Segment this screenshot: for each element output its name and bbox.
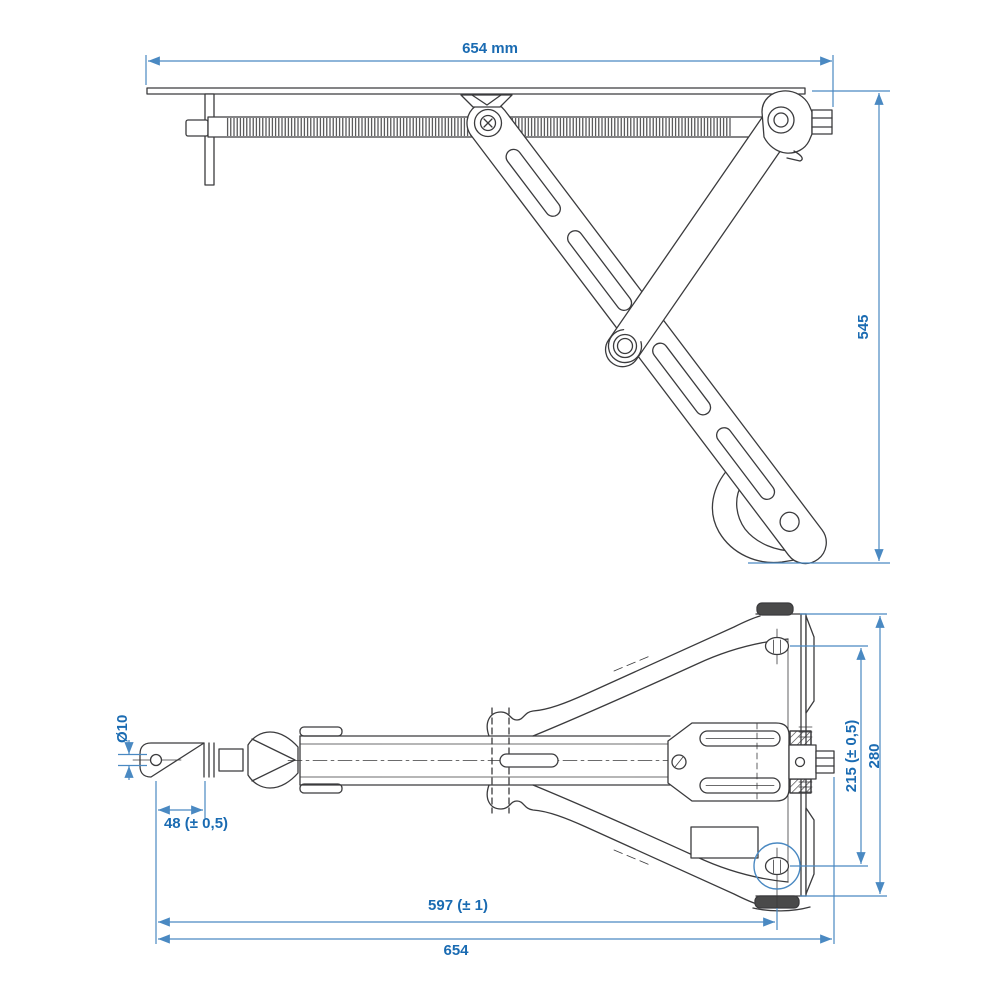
plan-lower-arm-outer [486, 784, 761, 906]
plan-tube-tab-bottom [299, 783, 343, 794]
plan-upper-arm-outer [486, 615, 761, 737]
dim-crank-offset-label: 48 (± 0,5) [164, 815, 228, 832]
plan-plate-flange-bottom [805, 807, 815, 895]
plan-hex-shaft [815, 750, 835, 774]
plan-bearing-top [789, 730, 812, 746]
dim-bracket-depth-label: 280 [866, 743, 883, 768]
plan-tube-tab-top [299, 726, 343, 737]
plan-upper-arm-inner [532, 638, 789, 737]
dim-length-to-foot-label: 597 (± 1) [428, 897, 488, 914]
plan-bolt-hole-bottom [764, 856, 790, 876]
side-elbow-outline [607, 328, 643, 364]
plan-tube-slot [499, 753, 559, 768]
dim-bolt-spacing-label: 215 (± 0,5) [843, 720, 860, 792]
bolt-hole-highlight-circle [753, 842, 801, 890]
plan-foot-edge [752, 906, 811, 912]
plan-bearing-bottom [789, 778, 812, 794]
side-spindle-nut [811, 109, 833, 135]
side-mounting-plate [146, 87, 806, 95]
plan-crank-hole [149, 753, 163, 767]
plan-view [132, 602, 835, 913]
plan-label-plate [690, 826, 759, 859]
plan-top-pivot-pad [756, 602, 794, 616]
side-hanger-bracket [204, 93, 215, 186]
side-spindle-tip [185, 119, 209, 137]
dim-crank-hole-diameter-label: Ø10 [114, 715, 131, 743]
side-view [146, 87, 833, 565]
dim-overall-length-label: 654 [443, 942, 469, 959]
plan-bolt-hole-top [764, 636, 790, 656]
side-foot-hole [779, 511, 800, 532]
dimension-lines [118, 55, 890, 944]
plan-universal-joint [247, 731, 299, 789]
side-housing-hook [786, 150, 803, 162]
dimension-labels: 654 mm 545 Ø10 48 (± 0,5) 215 (± 0,5) 28… [114, 40, 883, 959]
dim-overall-width-label: 654 mm [462, 40, 518, 57]
plan-plate-flange-top [805, 615, 815, 714]
side-pivot-bracket [460, 94, 513, 108]
plan-lower-arm-inner [532, 784, 789, 883]
side-right-pivot [767, 106, 795, 134]
plan-joint-block [218, 748, 244, 772]
dim-overall-height-label: 545 [855, 314, 872, 339]
plan-shaft-block [788, 744, 817, 780]
